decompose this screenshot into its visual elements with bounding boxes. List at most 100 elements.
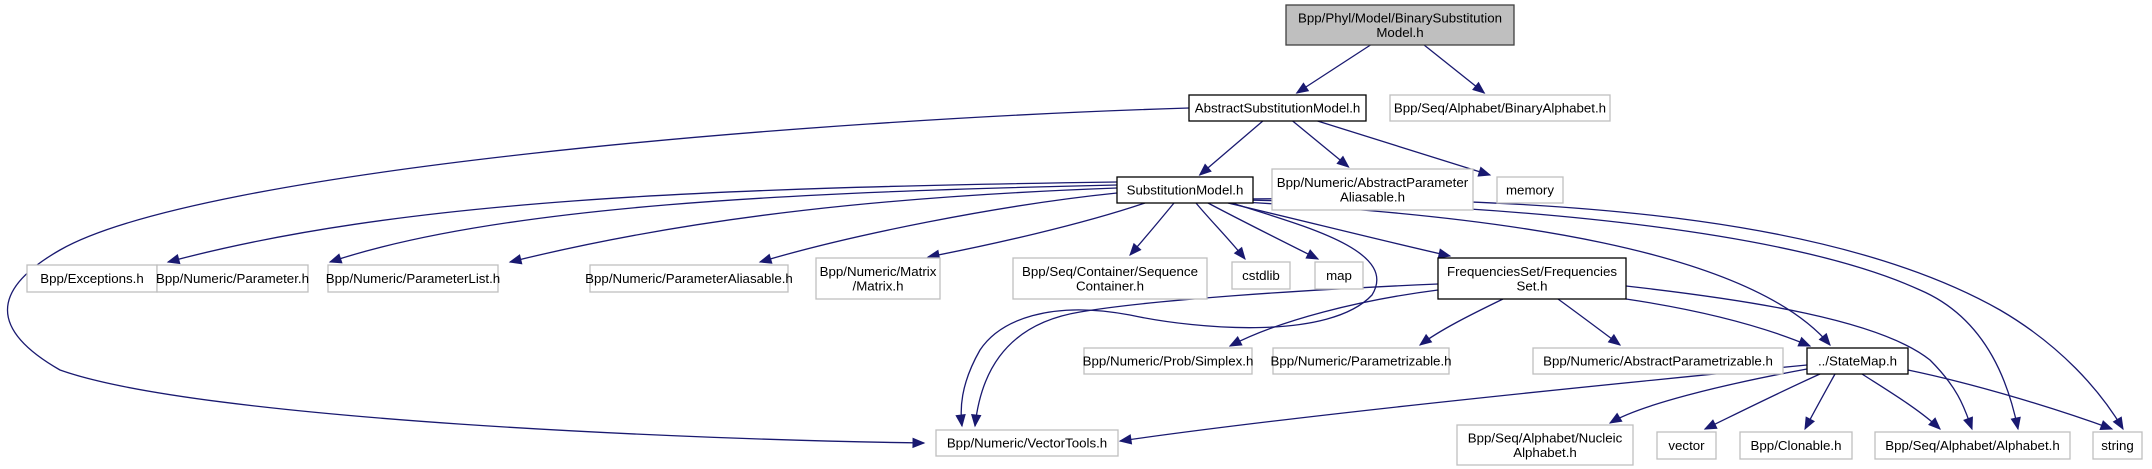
edge-line [167,181,1118,263]
node-label: ../StateMap.h [1818,354,1897,369]
node-label: Bpp/Numeric/ParameterAliasable.h [585,271,793,286]
edge-subst-to-paramalias [758,192,1118,264]
arrowhead-icon [1928,417,1941,430]
node-box [1231,261,1291,290]
arrowhead-icon [1198,163,1212,176]
node-statemap[interactable]: ../StateMap.h [1806,347,1909,375]
node-label: Model.h [1376,25,1423,40]
node-freqset[interactable]: FrequenciesSet/FrequenciesSet.h [1437,257,1627,300]
edge-line [1292,120,1350,168]
node-label: Bpp/Clonable.h [1751,438,1842,453]
node-label: Bpp/Seq/Alphabet/BinaryAlphabet.h [1394,101,1606,116]
arrowhead-icon [1607,333,1622,346]
node-label: AbstractSubstitutionModel.h [1195,101,1361,116]
edge-subst-to-map [1207,202,1320,260]
arrowhead-icon [971,414,982,428]
edge-line [1296,44,1371,94]
edge-line [1557,298,1621,346]
node-absparametrizable: Bpp/Numeric/AbstractParametrizable.h [1532,347,1784,375]
node-box [1806,347,1909,375]
edge-line [509,187,1118,263]
edge-line [1317,120,1491,176]
edge-line [974,283,1439,427]
node-box [1272,347,1450,375]
node-abssub[interactable]: AbstractSubstitutionModel.h [1188,94,1367,122]
edge-subst-to-seqcont [1129,202,1175,256]
edge-abssub-to-absparal [1292,120,1350,168]
node-matrix: Bpp/Numeric/Matrix/Matrix.h [815,257,941,300]
node-box [1271,168,1474,211]
node-box [26,264,158,293]
arrowhead-icon [1963,416,1973,431]
node-vector: vector [1656,431,1717,460]
node-label: Bpp/Numeric/AbstractParametrizable.h [1543,354,1773,369]
node-box [1874,431,2071,460]
arrowhead-icon [1336,155,1350,168]
edge-subst-to-cstdlib [1195,202,1246,261]
node-box [1285,4,1515,46]
arrowhead-icon [166,253,181,265]
node-parameter: Bpp/Numeric/Parameter.h [156,264,309,293]
node-box [1496,176,1564,204]
nodes-layer: Bpp/Phyl/Model/BinarySubstitutionModel.h… [26,4,2143,466]
edge-line [1419,298,1504,346]
edge-subst-to-matrix [926,202,1146,260]
edge-line [1625,285,1973,430]
node-label: Bpp/Exceptions.h [40,271,144,286]
edge-line [927,202,1146,258]
edge-line [1907,369,2113,430]
edge-abssub-to-subst [1198,120,1264,176]
node-vectortools: Bpp/Numeric/VectorTools.h [935,429,1119,457]
arrowhead-icon [508,254,523,265]
arrowhead-icon [1418,333,1433,346]
node-box [2092,431,2143,460]
arrowhead-icon [1608,412,1623,424]
node-label: FrequenciesSet/Frequencies [1447,264,1617,279]
arrowhead-icon [1804,416,1815,431]
edge-line [7,107,1190,444]
node-paramalias: Bpp/Numeric/ParameterAliasable.h [585,264,793,293]
node-string: string [2092,431,2143,460]
edge-statemap-to-nucalpha [1608,368,1808,424]
edges-layer [7,44,2124,449]
node-label: SubstitutionModel.h [1127,183,1244,198]
node-box [1188,94,1367,122]
arrowhead-icon [1797,336,1812,347]
arrowhead-icon [1129,242,1142,256]
node-exceptions: Bpp/Exceptions.h [26,264,158,293]
node-box [935,429,1119,457]
node-label: Set.h [1516,278,1547,293]
edge-freqset-to-parametrizable [1418,298,1504,346]
arrowhead-icon [2010,416,2021,431]
edge-line [1625,298,1811,347]
edge-root-to-abssub [1295,44,1371,94]
node-label: vector [1668,438,1705,453]
arrowhead-icon [1233,246,1246,261]
node-label: Bpp/Numeric/Parametrizable.h [1270,354,1451,369]
node-label: Bpp/Numeric/ParameterList.h [326,271,500,286]
node-box [156,264,309,293]
arrowhead-icon [1477,166,1492,177]
edge-freqset-to-alphabet [1625,285,1973,431]
arrowhead-icon [1295,82,1310,94]
node-box [1083,347,1253,375]
edge-line [329,184,1118,263]
node-parametrizable: Bpp/Numeric/Parametrizable.h [1270,347,1452,375]
node-memory: memory [1496,176,1564,204]
edge-line [1229,289,1439,347]
node-label: Bpp/Numeric/VectorTools.h [947,436,1107,451]
node-label: Bpp/Seq/Alphabet/Alphabet.h [1885,438,2059,453]
node-subst[interactable]: SubstitutionModel.h [1116,176,1254,204]
node-simplex: Bpp/Numeric/Prob/Simplex.h [1083,347,1253,375]
arrowhead-icon [1228,336,1243,347]
edge-line [1704,373,1821,430]
node-box [1437,257,1627,300]
node-alphabet: Bpp/Seq/Alphabet/Alphabet.h [1874,431,2071,460]
arrowhead-icon [1305,249,1320,260]
edge-freqset-to-simplex [1228,289,1439,347]
